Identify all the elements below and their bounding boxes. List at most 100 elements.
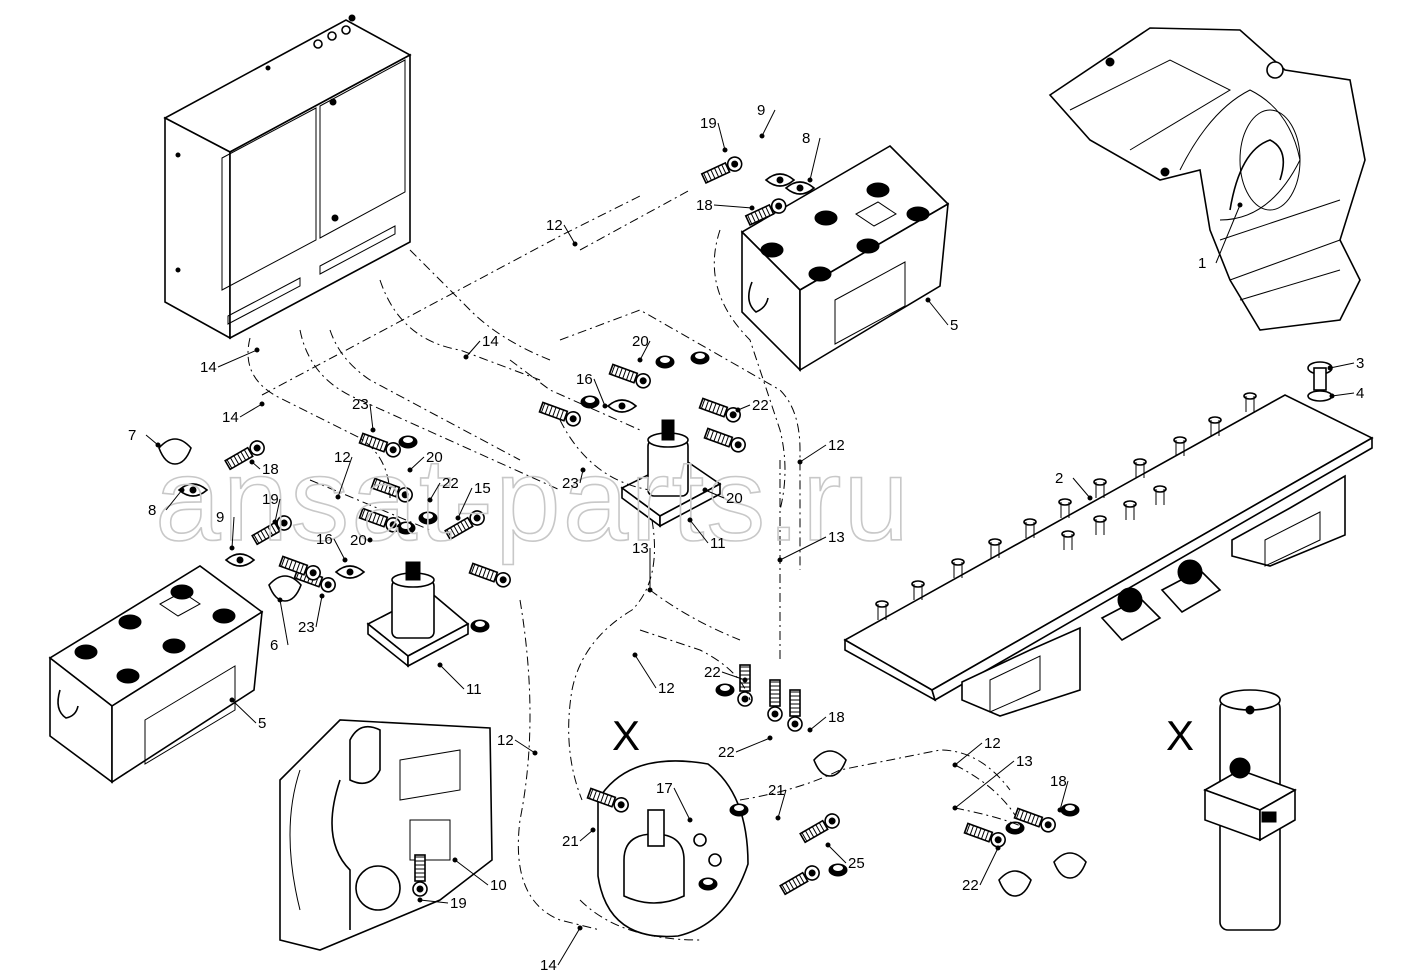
lug-outline	[370, 477, 400, 498]
callout-c18d: 18	[1050, 773, 1067, 790]
lug-ridge	[747, 214, 753, 225]
lug-ridge	[815, 824, 822, 834]
callout-c14d: 14	[540, 957, 557, 974]
cable-lug	[698, 397, 741, 423]
leader-line	[761, 109, 776, 137]
callout-c12d: 12	[658, 680, 675, 697]
leader-line	[439, 664, 465, 690]
cable-lug	[278, 555, 321, 581]
leader-line	[979, 847, 999, 886]
callout-c21b: 21	[768, 782, 785, 799]
leader-dot	[1329, 393, 1335, 399]
lug-outline	[698, 397, 728, 418]
lug-ridge	[236, 453, 243, 463]
lug-outline	[779, 871, 809, 896]
lug-ridge	[719, 405, 725, 416]
leader-line	[639, 340, 651, 361]
lug-ridge	[263, 528, 270, 538]
terminal-cap	[998, 870, 1032, 897]
leader-dot	[767, 735, 773, 741]
lug-ridge	[713, 431, 718, 442]
lug-ridge	[977, 828, 982, 838]
callout-c12b: 12	[828, 437, 845, 454]
harness-wire	[329, 329, 521, 461]
lug-hole	[324, 581, 332, 589]
lug-outline	[358, 507, 388, 528]
callout-c10: 10	[490, 877, 507, 894]
hex-nut-top	[695, 353, 705, 359]
callout-c19a: 19	[700, 115, 717, 132]
rail-stud	[1023, 518, 1037, 526]
callout-c13a: 13	[632, 540, 649, 557]
lug-ridge	[267, 526, 274, 536]
leader-line	[713, 204, 753, 209]
lug-hole	[741, 695, 749, 703]
leader-dot	[179, 487, 185, 493]
callout-c17: 17	[656, 780, 673, 797]
harness-wire	[559, 419, 651, 491]
lug-outline	[789, 689, 801, 717]
small-parts	[158, 156, 1087, 897]
lug-ridge	[600, 793, 605, 803]
leader-dot	[749, 205, 755, 211]
leader-line	[809, 716, 827, 731]
callout-c13c: 13	[1016, 753, 1033, 770]
leader-line	[593, 378, 606, 407]
lug-ridge	[470, 563, 476, 574]
clamp-bolt	[346, 568, 354, 576]
lug-ridge	[379, 515, 385, 526]
lug-hole	[808, 869, 816, 877]
lug-ridge	[478, 566, 483, 577]
lug-outline	[538, 401, 568, 422]
callout-c21a: 21	[562, 833, 579, 850]
leader-dot	[775, 815, 781, 821]
leader-dot	[249, 459, 255, 465]
rail-stud	[1093, 478, 1107, 486]
callout-c16b: 16	[316, 531, 333, 548]
lug-ridge	[706, 171, 712, 181]
leader-line	[369, 403, 374, 431]
leader-dot	[370, 427, 376, 433]
lug-ridge	[614, 366, 620, 377]
lug-ridge	[588, 788, 594, 799]
lug-ridge	[555, 408, 561, 419]
lug-ridge	[603, 794, 609, 805]
lug-ridge	[712, 403, 717, 413]
callout-c8b: 8	[148, 502, 156, 519]
leader-dot	[925, 297, 931, 303]
callout-c14c: 14	[222, 409, 239, 426]
lug-ridge	[372, 438, 377, 448]
leader-line	[1329, 362, 1355, 369]
lug-ridge	[717, 166, 723, 176]
leader-line	[634, 654, 657, 689]
leader-line	[465, 340, 481, 358]
leader-line	[1072, 477, 1091, 499]
leader-dot	[647, 587, 653, 593]
cable-lug	[412, 854, 428, 897]
leader-line	[563, 224, 576, 245]
leader-line	[337, 456, 353, 498]
lug-ridge	[818, 822, 825, 832]
leader-line	[777, 789, 787, 819]
lug-ridge	[1015, 808, 1021, 819]
leader-dot	[342, 557, 348, 563]
lug-ridge	[446, 529, 453, 539]
lug-outline	[468, 562, 498, 583]
lug-ridge	[256, 532, 263, 542]
lug-outline	[251, 521, 281, 546]
callout-c1: 1	[1198, 255, 1206, 272]
lug-outline	[278, 555, 308, 576]
leader-dot	[580, 467, 586, 473]
callout-c6: 6	[270, 637, 278, 654]
engine-assembly	[1048, 27, 1366, 331]
rail-stud	[1123, 500, 1137, 508]
lug-hole	[828, 817, 836, 825]
callout-c13b: 13	[828, 529, 845, 546]
leader-line	[1059, 780, 1069, 811]
leader-line	[827, 844, 847, 864]
battery-switch-left	[366, 561, 470, 668]
terminal-cap	[158, 438, 192, 465]
harness-wire	[247, 337, 391, 499]
lug-outline	[586, 787, 616, 808]
leader-dot	[632, 652, 638, 658]
